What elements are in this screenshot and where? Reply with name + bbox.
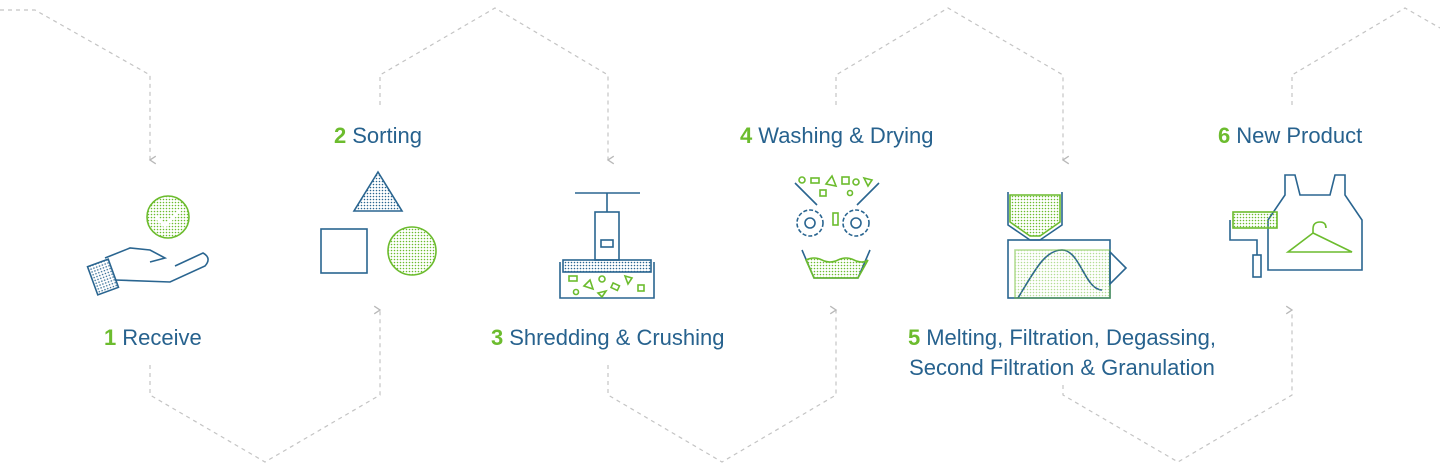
step-number: 4: [740, 123, 753, 148]
step-number: 5: [907, 325, 921, 350]
step-number: 3: [491, 325, 504, 350]
step-number: 1: [104, 325, 117, 350]
step-title: Washing & Drying: [758, 123, 934, 148]
step-number: 2: [334, 123, 347, 148]
step-title: New Product: [1236, 123, 1363, 148]
step-title: Shredding & Crushing: [509, 325, 725, 350]
step-title: Melting, Filtration, Degassing,: [926, 325, 1217, 350]
hand-with-check-icon: [86, 195, 209, 296]
bag-roller-hanger-icon: [1229, 174, 1363, 278]
dashed-connector-path: [0, 7, 1440, 463]
shapes-sorting-icon: [320, 170, 437, 276]
extruder-icon: [1007, 192, 1128, 299]
shredder-press-icon: [559, 192, 655, 299]
step-title-line2: Second Filtration & Granulation: [909, 355, 1215, 380]
step-title: Sorting: [352, 123, 422, 148]
step-title: Receive: [122, 325, 202, 350]
step-number: 6: [1218, 123, 1231, 148]
washing-gears-icon: [794, 174, 880, 279]
